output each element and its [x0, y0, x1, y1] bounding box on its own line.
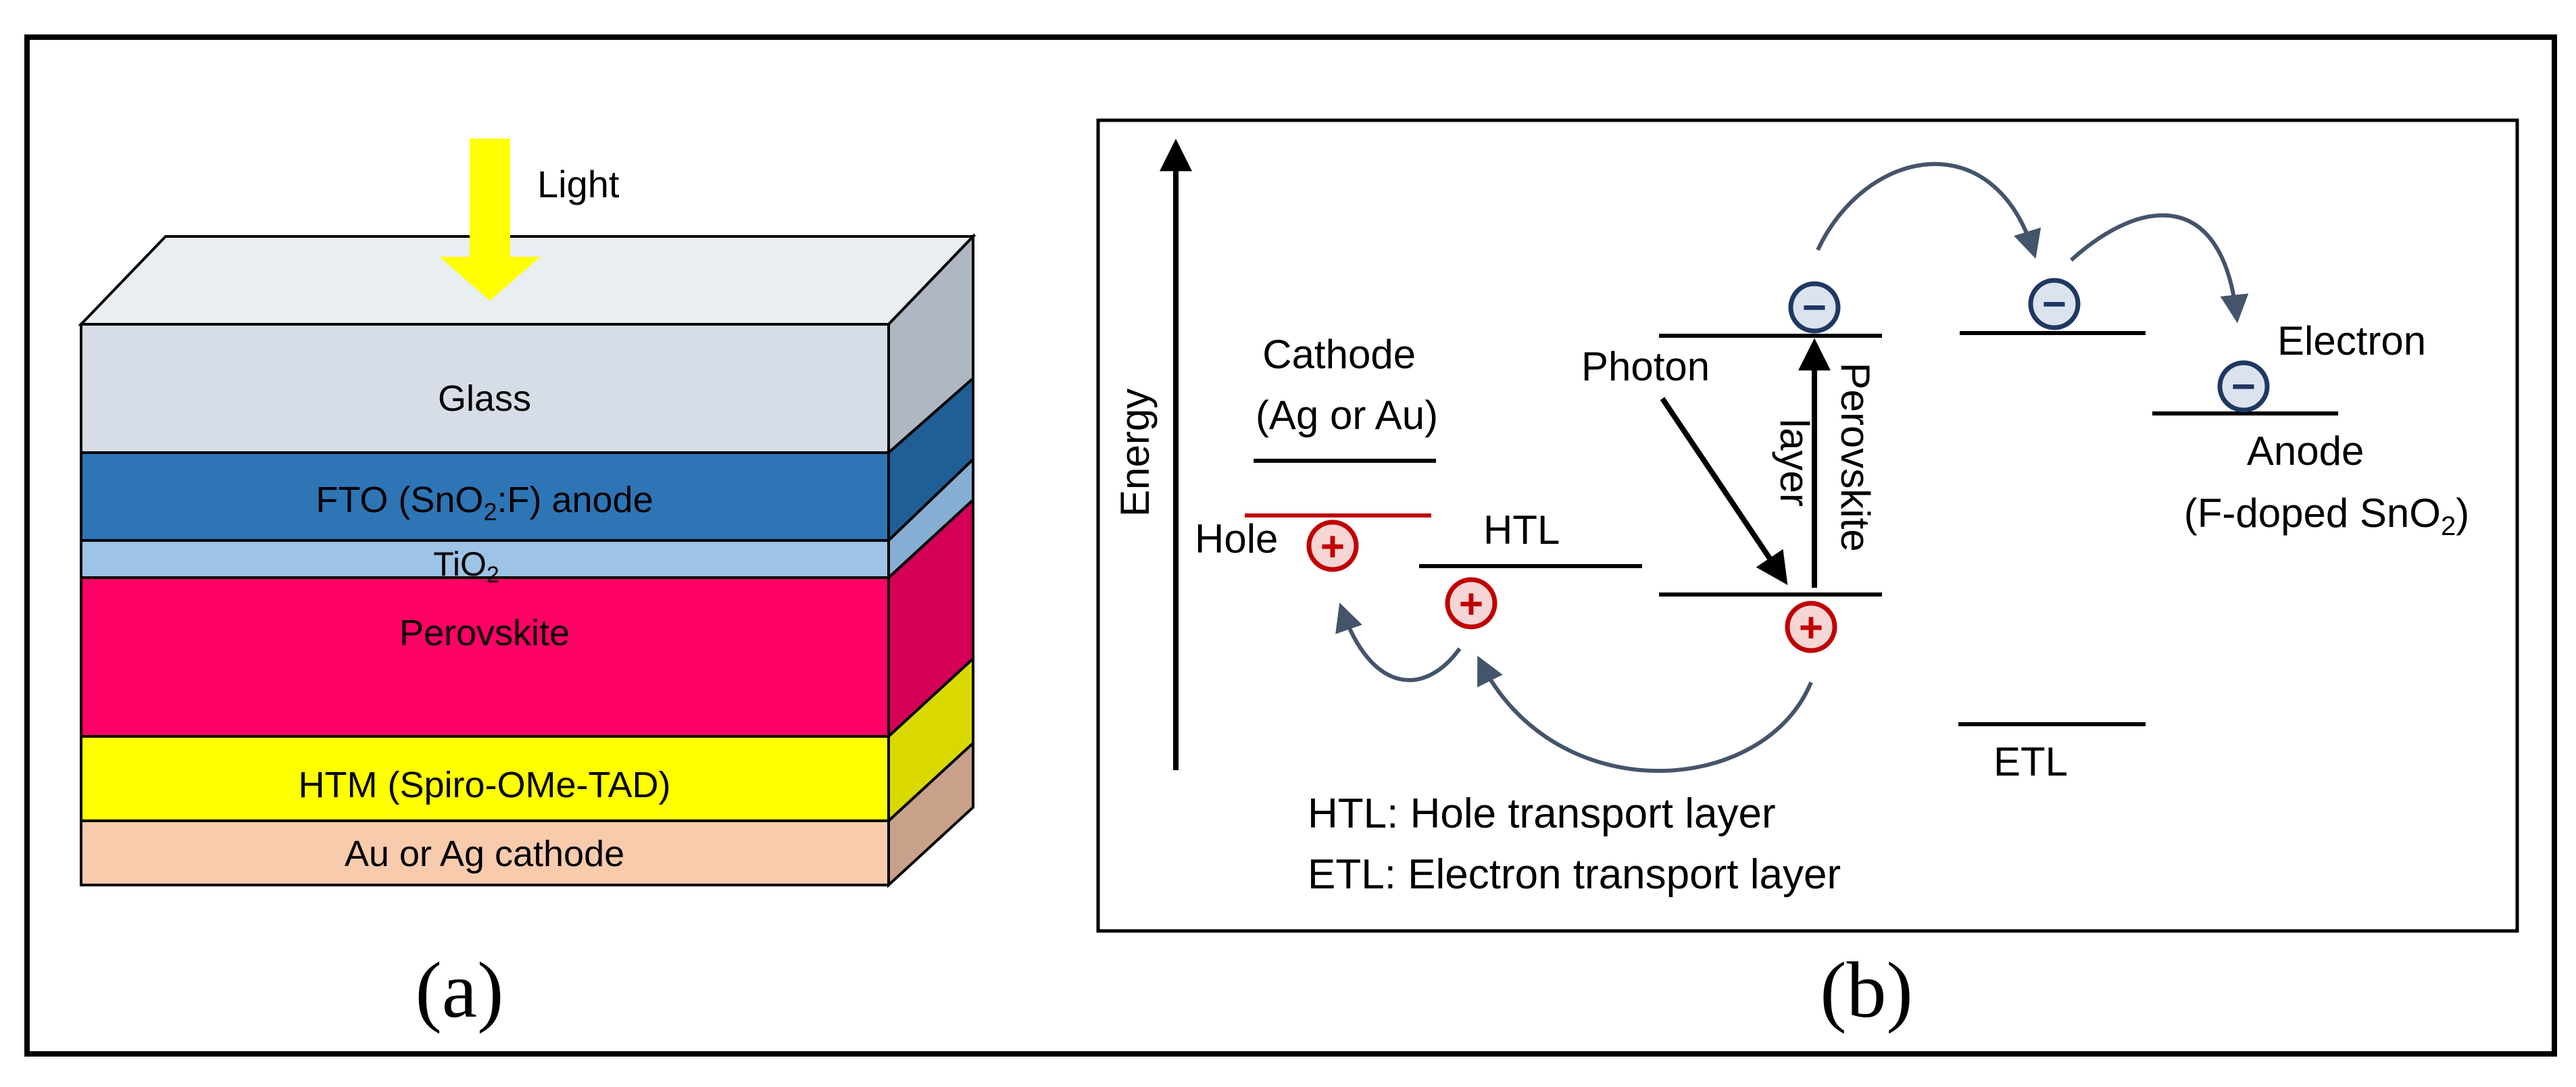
- legend-htl: HTL: Hole transport layer: [1308, 790, 1776, 837]
- fto-layer-front: [80, 451, 890, 542]
- htl-label: HTL: [1483, 507, 1560, 553]
- panel-a-caption: (a): [416, 946, 504, 1034]
- perovskite-label: Perovskite layer: [1772, 363, 1878, 563]
- htm-label: HTM (Spiro-OMe-TAD): [299, 765, 671, 805]
- panel-a-layer-stack: [78, 233, 976, 888]
- hole-icon: +: [1785, 601, 1837, 653]
- light-arrow-icon: [439, 138, 541, 301]
- electron-transfer-arrow-1: [1816, 161, 2041, 259]
- svg-text:−: −: [1802, 284, 1827, 331]
- cathode-layer-side: [887, 740, 974, 888]
- perovskite-layer-front: [80, 576, 890, 738]
- glass-layer-top: [78, 235, 976, 326]
- fto-label: FTO (SnO2:F) anode: [316, 480, 653, 526]
- etl-label: ETL: [1993, 739, 2068, 784]
- anode-label: Anode (F-doped SnO2): [2184, 428, 2469, 541]
- svg-text:−: −: [2042, 281, 2066, 328]
- hole-icon: +: [1306, 520, 1359, 572]
- electron-icon: −: [2217, 360, 2270, 413]
- energy-axis-label: Energy: [1112, 388, 1158, 517]
- outer-frame: [24, 34, 2557, 1057]
- cathode-layer-label: Au or Ag cathode: [345, 834, 624, 874]
- svg-text:−: −: [2231, 363, 2256, 410]
- cathode-layer-front: [80, 819, 890, 886]
- hole-label: Hole: [1195, 516, 1278, 561]
- cathode-label: Cathode (Ag or Au): [1256, 332, 1438, 438]
- svg-text:+: +: [1459, 581, 1483, 628]
- photon-label: Photon: [1581, 344, 1710, 389]
- electron-transfer-arrow-2: [2069, 213, 2249, 324]
- glass-layer-front: [80, 323, 890, 454]
- hole-icon: +: [1445, 577, 1497, 630]
- hole-transfer-arrow-2: [1335, 603, 1462, 682]
- electron-icon: −: [1788, 281, 1841, 334]
- light-label: Light: [537, 163, 620, 205]
- legend-etl: ETL: Electron transport layer: [1308, 851, 1841, 898]
- electron-icon: −: [2028, 278, 2081, 330]
- perovskite-layer-label: Perovskite: [399, 613, 570, 653]
- tio2-label: TiO2: [433, 545, 499, 588]
- glass-label: Glass: [438, 378, 531, 419]
- svg-text:+: +: [1320, 524, 1345, 570]
- photon-arrow: [1660, 397, 1788, 585]
- svg-text:+: +: [1799, 605, 1823, 651]
- hole-transfer-arrow-1: [1477, 655, 1813, 773]
- panel-b-caption: (b): [1820, 946, 1913, 1034]
- electron-label: Electron: [2277, 318, 2426, 363]
